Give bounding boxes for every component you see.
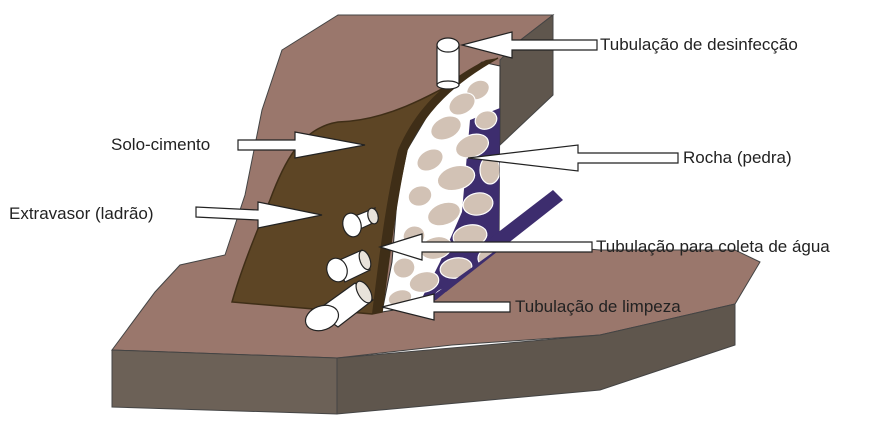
label-overflow: Extravasor (ladrão) [9,204,154,224]
label-cleaning-pipe: Tubulação de limpeza [515,297,681,317]
label-soil-cement: Solo-cimento [111,135,210,155]
terrain-front-face [112,350,337,414]
label-water-collection-pipe: Tubulação para coleta de água [596,237,830,257]
disinfection-pipe [437,38,459,89]
label-rock: Rocha (pedra) [683,148,792,168]
label-disinfection-pipe: Tubulação de desinfecção [600,35,798,55]
